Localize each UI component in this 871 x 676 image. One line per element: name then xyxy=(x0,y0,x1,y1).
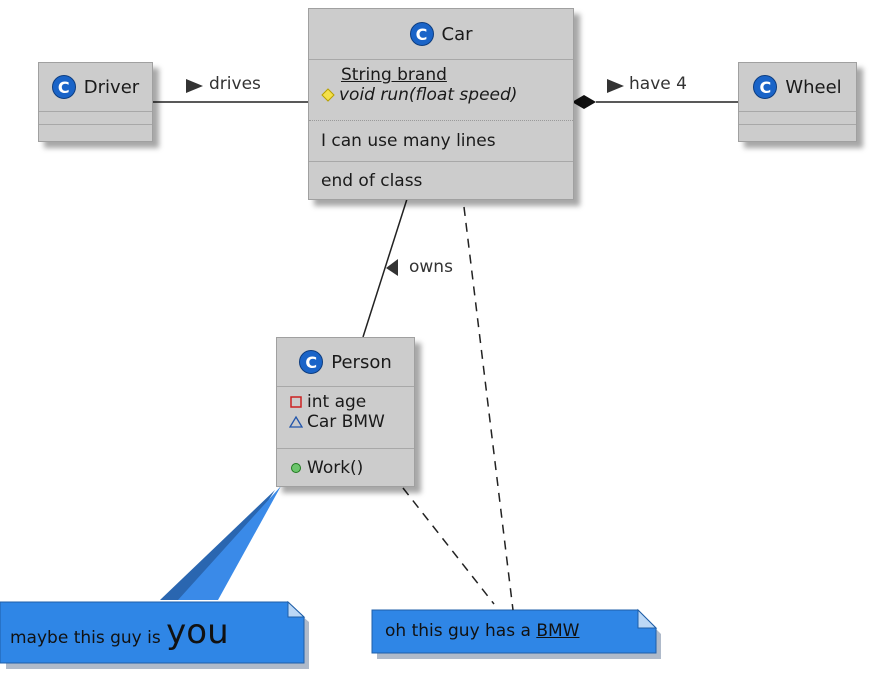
note-bmw: oh this guy has a BMW xyxy=(385,621,579,641)
car-section-note: I can use many lines xyxy=(321,131,496,151)
class-person-name: Person xyxy=(331,351,392,373)
field-age: int age xyxy=(307,392,367,412)
note-you-shape xyxy=(0,486,309,669)
class-c-icon: C xyxy=(51,75,76,99)
label-owns: owns xyxy=(409,257,453,277)
owns-line xyxy=(362,198,408,338)
note-bmw-shape xyxy=(371,608,661,659)
note-bmw-text: oh this guy has a xyxy=(385,621,537,641)
class-car-name: Car xyxy=(441,23,473,45)
drives-arrow-icon xyxy=(186,79,203,93)
car-section-end: end of class xyxy=(321,171,423,191)
class-c-icon: C xyxy=(753,75,778,99)
diamond-icon xyxy=(321,88,335,102)
field-bmw: Car BMW xyxy=(307,412,385,432)
method-work: Work() xyxy=(307,458,364,478)
class-wheel[interactable]: C Wheel xyxy=(738,62,857,142)
have-arrow-icon xyxy=(607,79,624,93)
note-bmw-link[interactable]: BMW xyxy=(536,621,580,641)
class-driver-name: Driver xyxy=(83,76,140,98)
circle-icon xyxy=(291,463,301,473)
note-you: maybe this guy is you xyxy=(10,612,229,652)
class-person[interactable]: C Person int age Car BMW Work() xyxy=(276,337,415,487)
square-icon xyxy=(290,396,302,408)
note-you-emphasis: you xyxy=(166,612,229,652)
class-car[interactable]: C Car String brand void run(float speed)… xyxy=(308,8,574,200)
label-have: have 4 xyxy=(629,74,687,94)
triangle-icon xyxy=(289,415,303,428)
composition-diamond-icon xyxy=(572,95,596,109)
note-link-person xyxy=(402,487,495,605)
label-drives: drives xyxy=(209,74,261,94)
method-run: void run(float speed) xyxy=(339,85,518,105)
note-link-car xyxy=(463,206,514,611)
class-c-icon: C xyxy=(409,22,434,46)
class-driver[interactable]: C Driver xyxy=(38,62,153,142)
class-c-icon: C xyxy=(299,350,324,374)
class-wheel-name: Wheel xyxy=(785,76,842,98)
note-you-text: maybe this guy is xyxy=(10,628,167,648)
field-brand: String brand xyxy=(341,65,447,85)
owns-arrow-icon xyxy=(386,259,398,276)
